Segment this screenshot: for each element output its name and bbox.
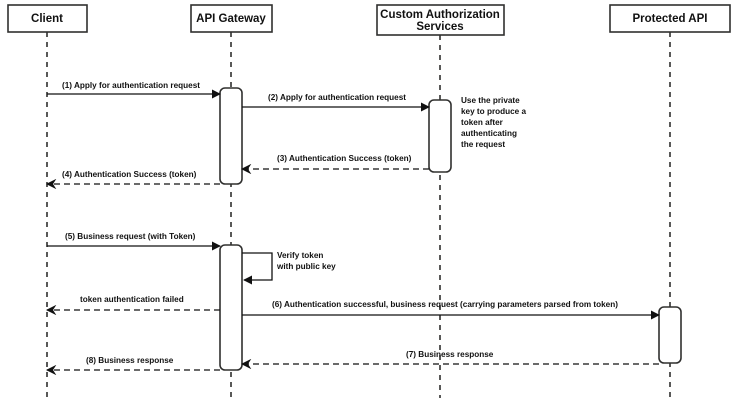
private-key-note-line-4: authenticating	[461, 129, 517, 138]
verify-token-self-call-arrow	[242, 252, 273, 285]
message-token-auth-failed-label: token authentication failed	[80, 295, 184, 304]
message-7-label: (7) Business response	[406, 350, 494, 359]
activation-bar-api_gateway	[219, 87, 243, 185]
activation-bar-api_gateway	[219, 244, 243, 371]
activation-bar-custom_auth	[428, 99, 452, 173]
participant-box-client[interactable]	[7, 4, 88, 33]
message-6-label: (6) Authentication successful, business …	[272, 300, 618, 309]
message-5-label: (5) Business request (with Token)	[65, 232, 196, 241]
participant-box-protected_api[interactable]	[609, 4, 731, 33]
verify-token-self-call-label-line2: with public key	[276, 262, 336, 271]
message-2-label: (2) Apply for authentication request	[268, 93, 406, 102]
activation-bar-protected_api	[658, 306, 682, 364]
participant-box-custom_auth[interactable]	[376, 4, 505, 36]
private-key-note-line-3: token after	[461, 118, 504, 127]
message-1-label: (1) Apply for authentication request	[62, 81, 200, 90]
private-key-note-line-5: the request	[461, 140, 505, 149]
private-key-note-line-1: Use the private	[461, 96, 520, 105]
private-key-note-line-2: key to produce a	[461, 107, 527, 116]
participants-group: Client API Gateway Custom AuthorizationSer…	[7, 4, 731, 36]
participant-label-protected_api: Protected API	[633, 13, 708, 25]
messages-group: (1) Apply for authentication request (2) …	[45, 81, 660, 376]
participant-label-api_gateway: API Gateway	[196, 13, 266, 25]
message-3-label: (3) Authentication Success (token)	[277, 154, 412, 163]
participant-box-api_gateway[interactable]	[190, 4, 273, 33]
participant-label-client: Client	[31, 13, 63, 25]
notes-group: Use the private key to produce a token aft…	[461, 96, 527, 149]
participant-label-custom_auth: Custom Authorization	[380, 9, 500, 21]
participant-label-custom_auth-line2: Services	[416, 21, 463, 33]
activations-group	[219, 87, 682, 371]
self-message-group: Verify token with public key	[242, 251, 336, 285]
message-8-label: (8) Business response	[86, 356, 174, 365]
verify-token-self-call-label-line1: Verify token	[277, 251, 323, 260]
message-4-label: (4) Authentication Success (token)	[62, 170, 197, 179]
